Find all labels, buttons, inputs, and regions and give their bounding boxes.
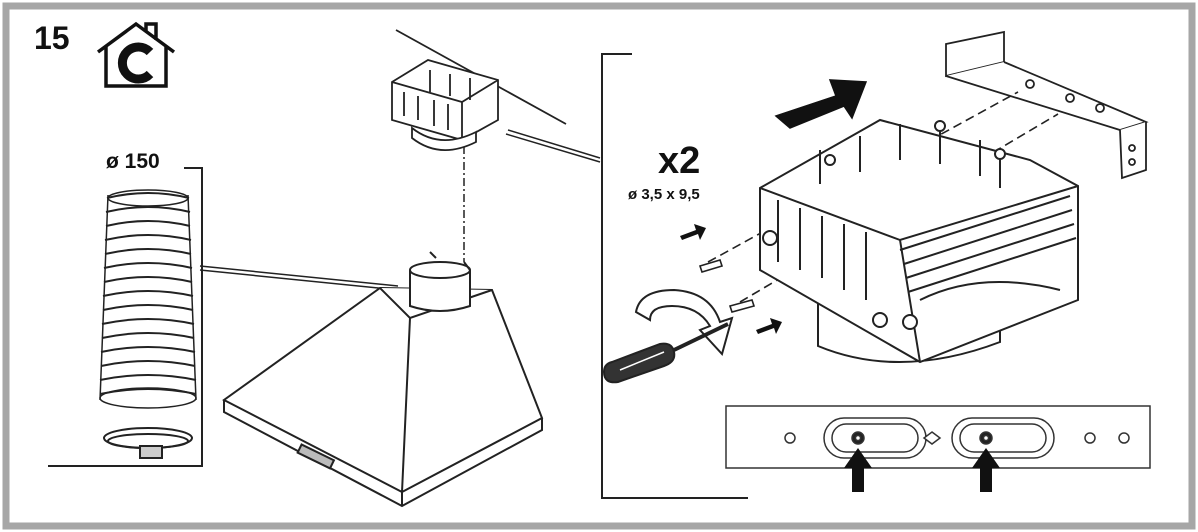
house-recirculation-icon: [96, 21, 176, 88]
duct-label-bracket: [48, 167, 203, 467]
bracket-detail-plate: [725, 405, 1151, 469]
step-number: 15: [34, 20, 70, 56]
ceiling-valve-small: [391, 29, 567, 151]
screw-count-label: x2: [658, 140, 701, 182]
screw-size-label: ø 3,5 x 9,5: [628, 186, 700, 203]
chimney-hood: [222, 251, 544, 508]
duct-diameter-label: ø 150: [106, 150, 160, 173]
detail-bracket: [601, 53, 748, 499]
direction-arrow-icon: [774, 79, 868, 129]
screwdriver-icon: [602, 322, 729, 384]
detail-leader-line: [505, 129, 601, 163]
duct-leader-line: [199, 265, 399, 291]
rotation-arrow-icon: [634, 288, 734, 357]
wall-bracket: [945, 30, 1149, 180]
hose-clamp: [103, 427, 193, 459]
ceiling-valve-large: [759, 118, 1079, 364]
flexible-duct: [99, 189, 197, 409]
arrow-icon: [680, 224, 782, 334]
arrow-icon: [844, 448, 1000, 492]
screw-icon: [698, 259, 756, 313]
